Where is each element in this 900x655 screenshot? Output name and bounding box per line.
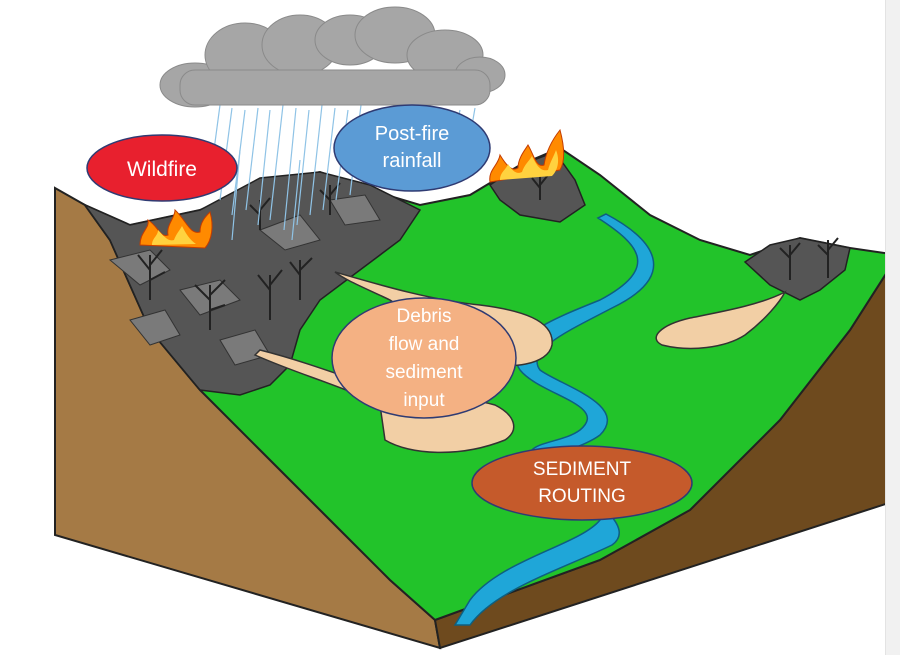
debris-flow-label: Debris flow and sediment input [331,297,517,419]
routing-text-line1: SEDIMENT [533,459,632,480]
rainfall-text-line2: rainfall [383,150,442,172]
routing-text-line2: ROUTING [538,486,626,507]
debris-text-line2: flow and [389,334,460,355]
wildfire-text: Wildfire [127,158,197,181]
fire-icon-right [489,128,565,183]
scrollbar[interactable] [885,0,900,655]
rainfall-ellipse [333,104,491,192]
debris-text-line3: sediment [385,362,463,383]
debris-text-line4: input [403,390,445,411]
wildfire-label: Wildfire [86,134,238,202]
cloud-icon [159,6,506,108]
sediment-fan-right [655,290,787,350]
debris-flow-ellipse [331,297,517,419]
river [453,213,655,626]
sediment-routing-ellipse [471,445,693,521]
fire-icon-left [139,208,213,249]
wildfire-ellipse [86,134,238,202]
rainfall-text-line1: Post-fire [375,123,449,145]
debris-text-line1: Debris [397,306,452,327]
burned-area-right [743,237,851,301]
rainfall-label: Post-fire rainfall [333,104,491,192]
sediment-routing-label: SEDIMENT ROUTING [471,445,693,521]
